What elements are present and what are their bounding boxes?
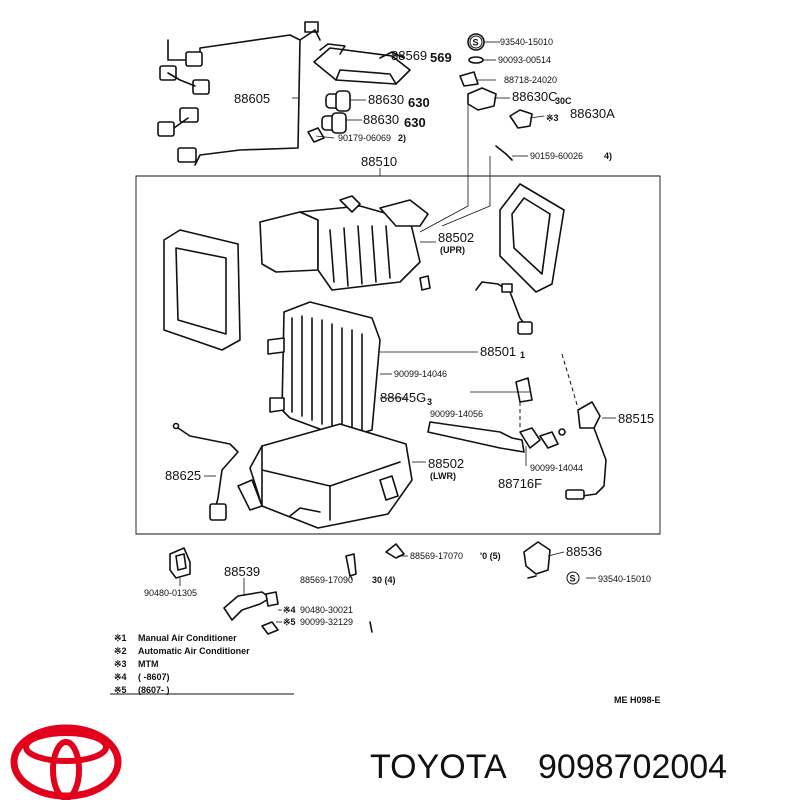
label-88645g: 88645G	[380, 390, 426, 405]
assembly-frame	[135, 175, 661, 535]
label-93540-15010-top: 93540-15010	[500, 37, 553, 47]
brand-name: TOYOTA	[370, 748, 507, 786]
label-88630-a-cut: 630	[408, 95, 430, 110]
sensor-wire-drawing	[172, 422, 239, 521]
label-88515: 88515	[618, 411, 654, 426]
legend-mark-4: ※4	[114, 672, 127, 682]
toyota-logo-icon	[10, 724, 122, 800]
label-88569-17070-cut: '0 (5)	[480, 551, 501, 561]
label-88605: 88605	[234, 91, 270, 106]
evaporator-drawing	[267, 301, 381, 439]
label-88625: 88625	[165, 468, 201, 483]
label-90099-14046: 90099-14046	[394, 369, 447, 379]
label-88569-cut: 569	[430, 50, 452, 65]
label-88501-cut: 1	[520, 350, 525, 360]
label-90480-01305: 90480-01305	[144, 588, 197, 598]
label-88536: 88536	[566, 544, 602, 559]
leader-lines	[179, 41, 616, 623]
label-88630-b: 88630	[363, 112, 399, 127]
label-90159-60026: 90159-60026	[530, 151, 583, 161]
label-90480-30021: 90480-30021	[300, 605, 353, 615]
label-88630c: 88630C	[512, 89, 558, 104]
label-88502-upr-tag: (UPR)	[440, 245, 465, 255]
label-88630a-mark: ※3	[546, 113, 559, 123]
reference-code: ME H098-E	[614, 695, 661, 705]
legend: ※1 Manual Air Conditioner ※2 Automatic A…	[110, 633, 294, 695]
svg-text:S: S	[473, 38, 479, 48]
label-90159-cut: 4)	[604, 151, 612, 161]
left-gasket-drawing	[163, 229, 241, 351]
legend-text-4: ( -8607)	[138, 672, 170, 682]
thermistor-drawing	[475, 281, 533, 335]
label-90093-00514: 90093-00514	[498, 55, 551, 65]
label-88539: 88539	[224, 564, 260, 579]
label-88502-lwr-tag: (LWR)	[430, 471, 456, 481]
label-88630c-cut: 30C	[555, 96, 572, 106]
label-88569: 88569	[391, 48, 427, 63]
part-labels: 88605 88569 569 88630 630 88630 630 9017…	[144, 37, 654, 627]
label-90099-14056: 90099-14056	[430, 409, 483, 419]
s-symbol-bottom: S	[566, 571, 580, 585]
pipe-assembly-drawing	[427, 353, 607, 500]
label-90179-cut: 2)	[398, 133, 406, 143]
label-88569-17090: 88569-17090	[300, 575, 353, 585]
relay-88630-drawing	[307, 90, 351, 143]
label-88501: 88501	[480, 344, 516, 359]
legend-text-5: (8607- )	[138, 685, 170, 695]
label-90099-14044: 90099-14044	[530, 463, 583, 473]
label-88502-upr: 88502	[438, 230, 474, 245]
label-90480-30021-mark: ※4	[283, 605, 296, 615]
label-88630a: 88630A	[570, 106, 615, 121]
legend-text-3: MTM	[138, 659, 159, 669]
right-gasket-drawing	[499, 183, 565, 293]
label-88718-24020: 88718-24020	[504, 75, 557, 85]
label-88630-b-cut: 630	[404, 115, 426, 130]
bottom-parts-drawing	[169, 541, 551, 635]
legend-mark-5: ※5	[114, 685, 127, 695]
legend-mark-3: ※3	[114, 659, 127, 669]
label-90179-06069: 90179-06069	[338, 133, 391, 143]
upper-case-drawing	[259, 195, 431, 291]
label-90099-32129-mark: ※5	[283, 617, 296, 627]
label-88569-17090-cut: 30 (4)	[372, 575, 396, 585]
legend-mark-1: ※1	[114, 633, 127, 643]
wire-harness-drawing	[157, 21, 321, 166]
svg-text:S: S	[570, 574, 576, 584]
label-90099-32129: 90099-32129	[300, 617, 353, 627]
legend-mark-2: ※2	[114, 646, 127, 656]
label-88716f: 88716F	[498, 476, 542, 491]
label-93540-15010-bottom: 93540-15010	[598, 574, 651, 584]
lower-case-drawing	[237, 423, 413, 529]
legend-text-2: Automatic Air Conditioner	[138, 646, 250, 656]
label-88510: 88510	[361, 154, 397, 169]
label-88645g-cut: 3	[427, 397, 432, 407]
part-number: 9098702004	[538, 748, 727, 786]
label-88630-a: 88630	[368, 92, 404, 107]
legend-text-1: Manual Air Conditioner	[138, 633, 237, 643]
bracket-88569-drawing	[313, 43, 411, 85]
label-88569-17070: 88569-17070	[410, 551, 463, 561]
label-88502-lwr: 88502	[428, 456, 464, 471]
s-symbol-top: S	[469, 35, 483, 49]
